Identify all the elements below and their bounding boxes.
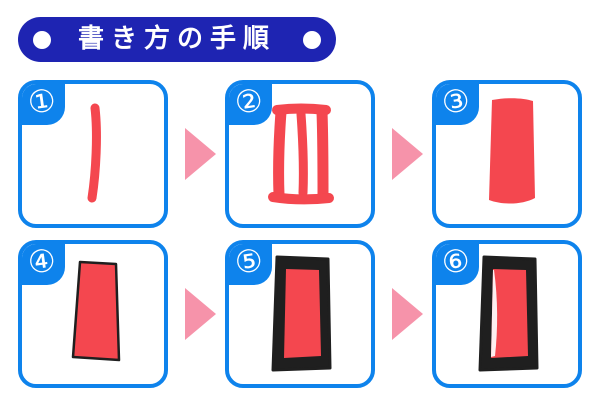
step-number-badge: ③ xyxy=(436,84,479,125)
step-panel-6: ⑥ xyxy=(432,240,582,388)
step-number-badge: ⑥ xyxy=(436,244,479,285)
header-right-dot-icon xyxy=(302,30,321,49)
arrow-right-icon xyxy=(392,128,423,180)
arrow-right-icon xyxy=(185,128,216,180)
step-4-red-rectangle-thin-outline-icon xyxy=(71,260,121,362)
header-left-dot-icon xyxy=(33,30,51,49)
arrow-right-icon xyxy=(392,288,423,340)
page-title: 書き方の手順 xyxy=(77,23,276,54)
step-5-red-rectangle-thick-black-frame-icon xyxy=(271,255,332,372)
step-3-red-filled-rectangle-icon xyxy=(489,98,535,204)
step-1-red-vertical-stroke-icon xyxy=(87,103,101,203)
step-number-badge: ④ xyxy=(22,244,65,285)
step-number-badge: ② xyxy=(229,84,272,125)
step-panel-4: ④ xyxy=(18,240,168,388)
step-number-badge: ① xyxy=(22,84,65,125)
header-banner: 書き方の手順 xyxy=(18,17,336,62)
step-number-badge: ⑤ xyxy=(229,244,272,285)
step-panel-5: ⑤ xyxy=(225,240,375,388)
step-2-red-rectangle-outline-icon xyxy=(268,103,334,205)
step-panel-2: ② xyxy=(225,80,375,228)
step-panel-3: ③ xyxy=(432,80,582,228)
arrow-right-icon xyxy=(185,288,216,340)
step-panel-1: ① xyxy=(18,80,168,228)
step-6-red-rectangle-frame-highlight-icon xyxy=(478,255,539,372)
